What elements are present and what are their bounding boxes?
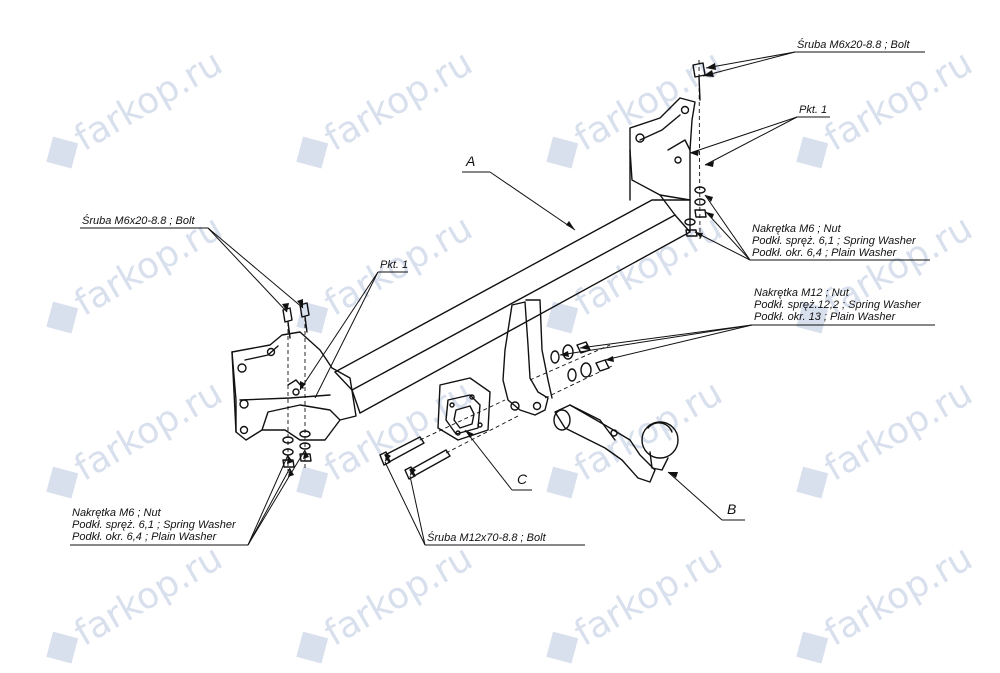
label-bolt-left: Śruba M6x20-8.8 ; Bolt [82,215,195,227]
leader-lines [70,51,935,546]
label-nut-left-3: Podkł. okr. 6,4 ; Plain Washer [72,531,217,543]
label-part-b: B [727,501,737,517]
label-part-c: C [517,471,528,487]
label-pkt-top-right: Pkt. 1 [799,104,828,116]
label-nut-right-1: Nakrętka M6 ; Nut [752,223,841,235]
socket-bracket [437,377,491,441]
label-part-a: A [466,153,476,169]
label-nut-m12-3: Podkł. okr. 13 ; Plain Washer [754,311,896,323]
label-nut-m12-1: Nakrętka M12 ; Nut [754,287,849,299]
label-nut-right-3: Podkł. okr. 6,4 ; Plain Washer [752,247,897,259]
m6-nuts-right [684,186,707,237]
label-pkt-left: Pkt. 1 [380,259,409,271]
right-bracket [629,97,696,201]
arrow-heads [282,63,716,478]
m12-bolts [379,436,451,480]
left-bracket [231,331,357,441]
ballmount-support [502,299,553,416]
label-bolt-m12: Śruba M12x70-8.8 ; Bolt [427,532,546,544]
label-bolt-top-right: Śruba M6x20-8.8 ; Bolt [797,39,910,51]
label-nut-left-2: Podkł. spręż. 6,1 ; Spring Washer [72,519,236,531]
crossbar-beam [334,194,691,414]
label-nut-m12-2: Podkł. spręż.12,2 ; Spring Washer [754,299,921,311]
ball-mount [553,404,679,483]
assembly-axes [287,59,701,475]
label-nut-left-1: Nakrętka M6 ; Nut [72,507,161,519]
m6-nuts-left [282,430,312,468]
label-nut-right-2: Podkł. spręż. 6,1 ; Spring Washer [752,235,916,247]
